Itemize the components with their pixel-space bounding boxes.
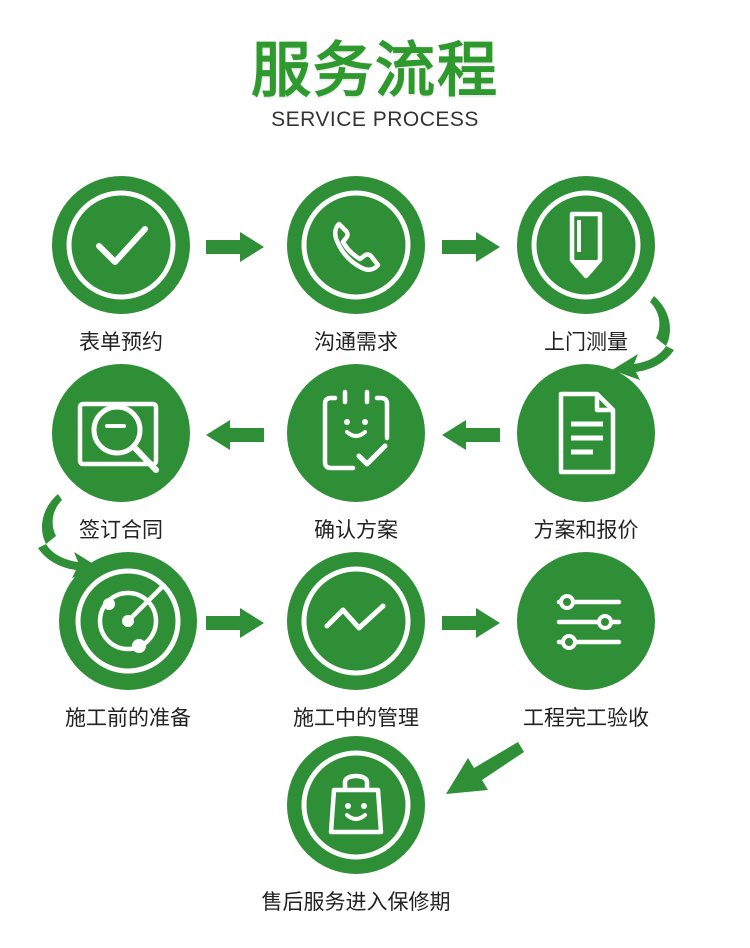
- arrow-right-icon: [442, 608, 500, 638]
- zigzag-chart-icon: [301, 566, 411, 676]
- step-label: 方案和报价: [533, 518, 639, 542]
- step-label: 签订合同: [79, 518, 163, 542]
- step-circle: [287, 736, 425, 874]
- step-label: 表单预约: [79, 330, 163, 354]
- step-after-sales-warranty[interactable]: 售后服务进入保修期: [256, 736, 456, 916]
- step-circle: [517, 176, 655, 314]
- step-form-booking[interactable]: 表单预约: [21, 176, 221, 356]
- step-label: 上门测量: [544, 330, 628, 354]
- page-subtitle: SERVICE PROCESS: [271, 108, 479, 131]
- clipboard-smile-icon: [322, 389, 390, 471]
- arrow-down-left-icon: [446, 742, 524, 794]
- step-circle: [287, 176, 425, 314]
- sliders-icon: [556, 594, 622, 650]
- page-title: 服务流程: [251, 36, 499, 106]
- step-plan-quote[interactable]: 方案和报价: [486, 364, 686, 544]
- step-label: 售后服务进入保修期: [261, 890, 451, 914]
- step-sign-contract[interactable]: 签订合同: [21, 364, 221, 544]
- shopping-bag-icon: [301, 750, 411, 860]
- arrow-right-icon: [206, 232, 264, 262]
- step-circle: [59, 552, 197, 690]
- step-completion-acceptance[interactable]: 工程完工验收: [486, 552, 686, 732]
- step-label: 沟通需求: [314, 330, 398, 354]
- step-label: 工程完工验收: [523, 706, 649, 730]
- arrow-left-icon: [206, 420, 264, 450]
- arrow-left-icon: [442, 420, 500, 450]
- step-pre-construction[interactable]: 施工前的准备: [28, 552, 228, 732]
- step-circle: [52, 176, 190, 314]
- step-label: 确认方案: [314, 518, 398, 542]
- checkmark-icon: [66, 190, 176, 300]
- phone-icon: [301, 190, 411, 300]
- step-circle: [287, 552, 425, 690]
- step-communication[interactable]: 沟通需求: [256, 176, 456, 356]
- step-circle: [517, 552, 655, 690]
- magnifier-icon: [77, 401, 159, 473]
- step-label: 施工前的准备: [65, 706, 191, 730]
- step-in-construction[interactable]: 施工中的管理: [256, 552, 456, 732]
- step-circle: [52, 364, 190, 502]
- step-onsite-measure[interactable]: 上门测量: [486, 176, 686, 356]
- document-icon: [558, 391, 616, 475]
- step-circle: [287, 364, 425, 502]
- step-circle: [517, 364, 655, 502]
- step-confirm-plan[interactable]: 确认方案: [256, 364, 456, 544]
- arrow-right-icon: [442, 232, 500, 262]
- step-label: 施工中的管理: [293, 706, 419, 730]
- curved-arrow-down-icon: [612, 296, 674, 380]
- pencil-icon: [531, 190, 641, 300]
- radar-icon: [75, 568, 181, 674]
- arrow-right-icon: [206, 608, 264, 638]
- curved-arrow-down-icon: [38, 494, 100, 578]
